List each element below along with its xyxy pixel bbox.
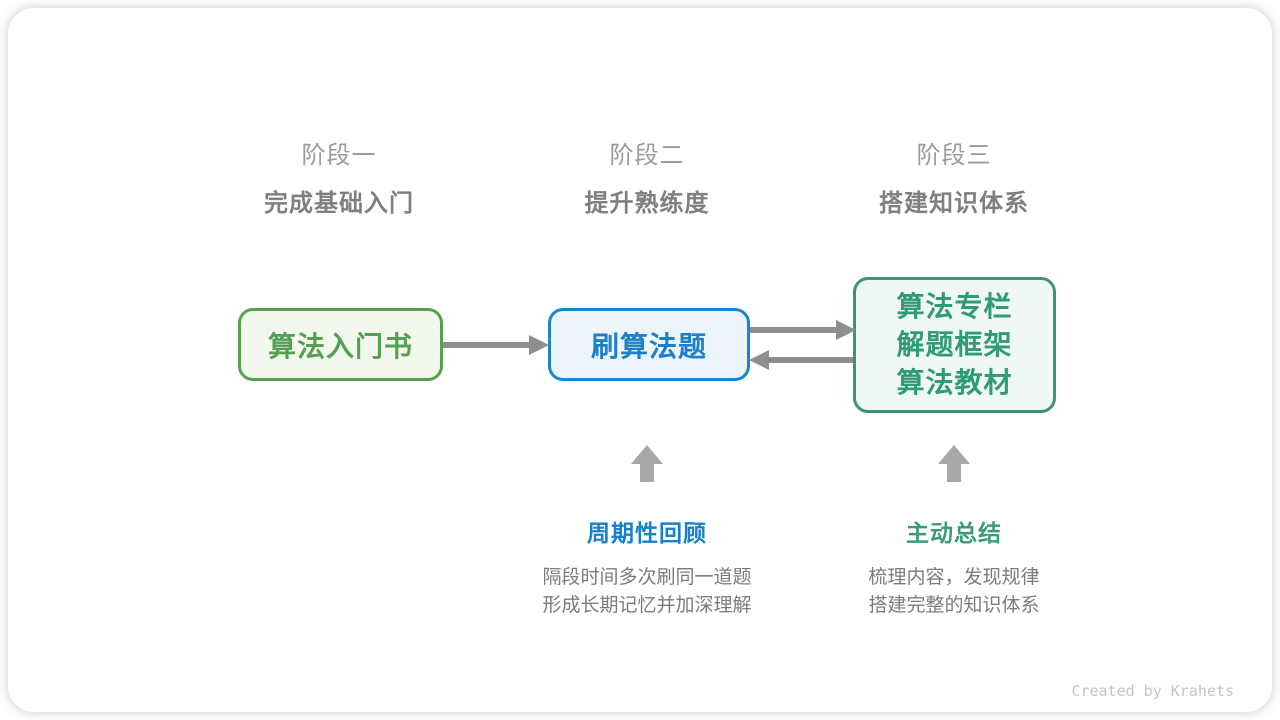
stage-1-label: 阶段一 — [301, 142, 377, 169]
up-arrow-stem — [947, 464, 961, 482]
diagram-card: 阶段一 阶段二 阶段三 完成基础入门 提升熟练度 搭建知识体系 算法入门书 刷算… — [8, 8, 1272, 712]
stage-1-subtitle: 完成基础入门 — [264, 190, 414, 217]
annotation-periodic-review-title: 周期性回顾 — [587, 520, 707, 546]
stage-2-label: 阶段二 — [609, 142, 685, 169]
stage-3-label: 阶段三 — [916, 142, 992, 169]
annotation-line: 梳理内容，发现规律 — [868, 567, 1040, 588]
stage-3-subtitle: 搭建知识体系 — [879, 190, 1029, 217]
node-knowledge-sources: 算法专栏 解题框架 算法教材 — [853, 277, 1056, 413]
arrow-head-right-icon — [529, 335, 549, 355]
annotation-line: 隔段时间多次刷同一道题 — [542, 567, 752, 588]
footer-credit: Created by Krahets — [1071, 682, 1234, 700]
node-label: 算法专栏 — [896, 291, 1013, 322]
arrow-shaft — [443, 342, 529, 348]
node-label: 算法教材 — [896, 367, 1013, 398]
node-label: 解题框架 — [896, 329, 1013, 360]
stage-2-subtitle: 提升熟练度 — [584, 190, 710, 217]
up-arrow-head-icon — [631, 445, 663, 464]
up-arrow-stem — [640, 464, 654, 482]
node-practice-problems: 刷算法题 — [548, 308, 750, 381]
up-arrow-head-icon — [938, 445, 970, 464]
arrow-shaft — [750, 327, 836, 333]
annotation-active-summary-title: 主动总结 — [906, 520, 1002, 546]
node-intro-book: 算法入门书 — [238, 308, 443, 381]
annotation-line: 搭建完整的知识体系 — [868, 595, 1040, 616]
arrow-head-right-icon — [836, 320, 856, 340]
annotation-periodic-review-text: 隔段时间多次刷同一道题 形成长期记忆并加深理解 — [487, 564, 807, 620]
node-label: 刷算法题 — [590, 330, 707, 362]
node-label: 算法入门书 — [267, 330, 413, 362]
arrow-shaft — [768, 357, 853, 363]
annotation-active-summary-text: 梳理内容，发现规律 搭建完整的知识体系 — [794, 564, 1114, 620]
arrow-head-left-icon — [749, 350, 769, 370]
annotation-line: 形成长期记忆并加深理解 — [542, 595, 752, 616]
